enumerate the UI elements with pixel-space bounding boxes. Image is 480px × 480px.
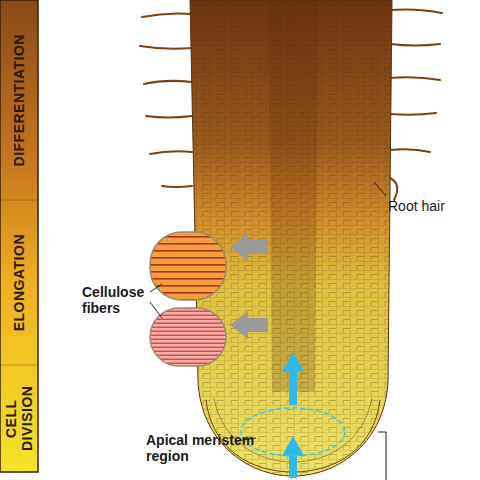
gray-arrow (230, 311, 268, 339)
zone-band: ELONGATION (0, 200, 38, 365)
root-hair (140, 46, 192, 49)
growth-arrow (282, 436, 304, 478)
part-label: Root hair (388, 198, 478, 214)
root-hair (390, 44, 440, 46)
root-hair (142, 13, 192, 17)
zone-bar (0, 0, 38, 472)
root-hair (390, 9, 442, 13)
root-hair (150, 151, 192, 154)
part-label: Apical meristem region (146, 432, 258, 464)
meristem-outline (241, 408, 345, 456)
zone-band: DIFFERENTIATION (0, 0, 38, 200)
leader-line (374, 182, 386, 196)
root-cells (190, 0, 392, 476)
zone-label: ELONGATION (11, 234, 27, 331)
root-hair (390, 113, 436, 115)
root-hair (390, 77, 440, 80)
zone-band: CELL DIVISION (0, 365, 38, 472)
root-hair (144, 81, 192, 84)
leader-line (150, 284, 162, 292)
zone-label: DIFFERENTIATION (11, 34, 27, 166)
growth-arrow (282, 352, 304, 405)
zone-divider (0, 365, 38, 366)
gray-arrow (230, 233, 268, 261)
root-hair (390, 178, 397, 200)
bracket (378, 432, 386, 480)
root-hair (146, 116, 192, 118)
root-hair (390, 149, 430, 152)
leader-line (150, 302, 162, 318)
root-body (190, 0, 392, 476)
zone-divider (0, 200, 38, 201)
zone-label: CELL DIVISION (3, 371, 35, 466)
vascular-stele (268, 0, 318, 392)
root-hair (162, 186, 192, 187)
fiber-circle (150, 232, 226, 300)
part-label: Cellulose fibers (82, 284, 156, 316)
